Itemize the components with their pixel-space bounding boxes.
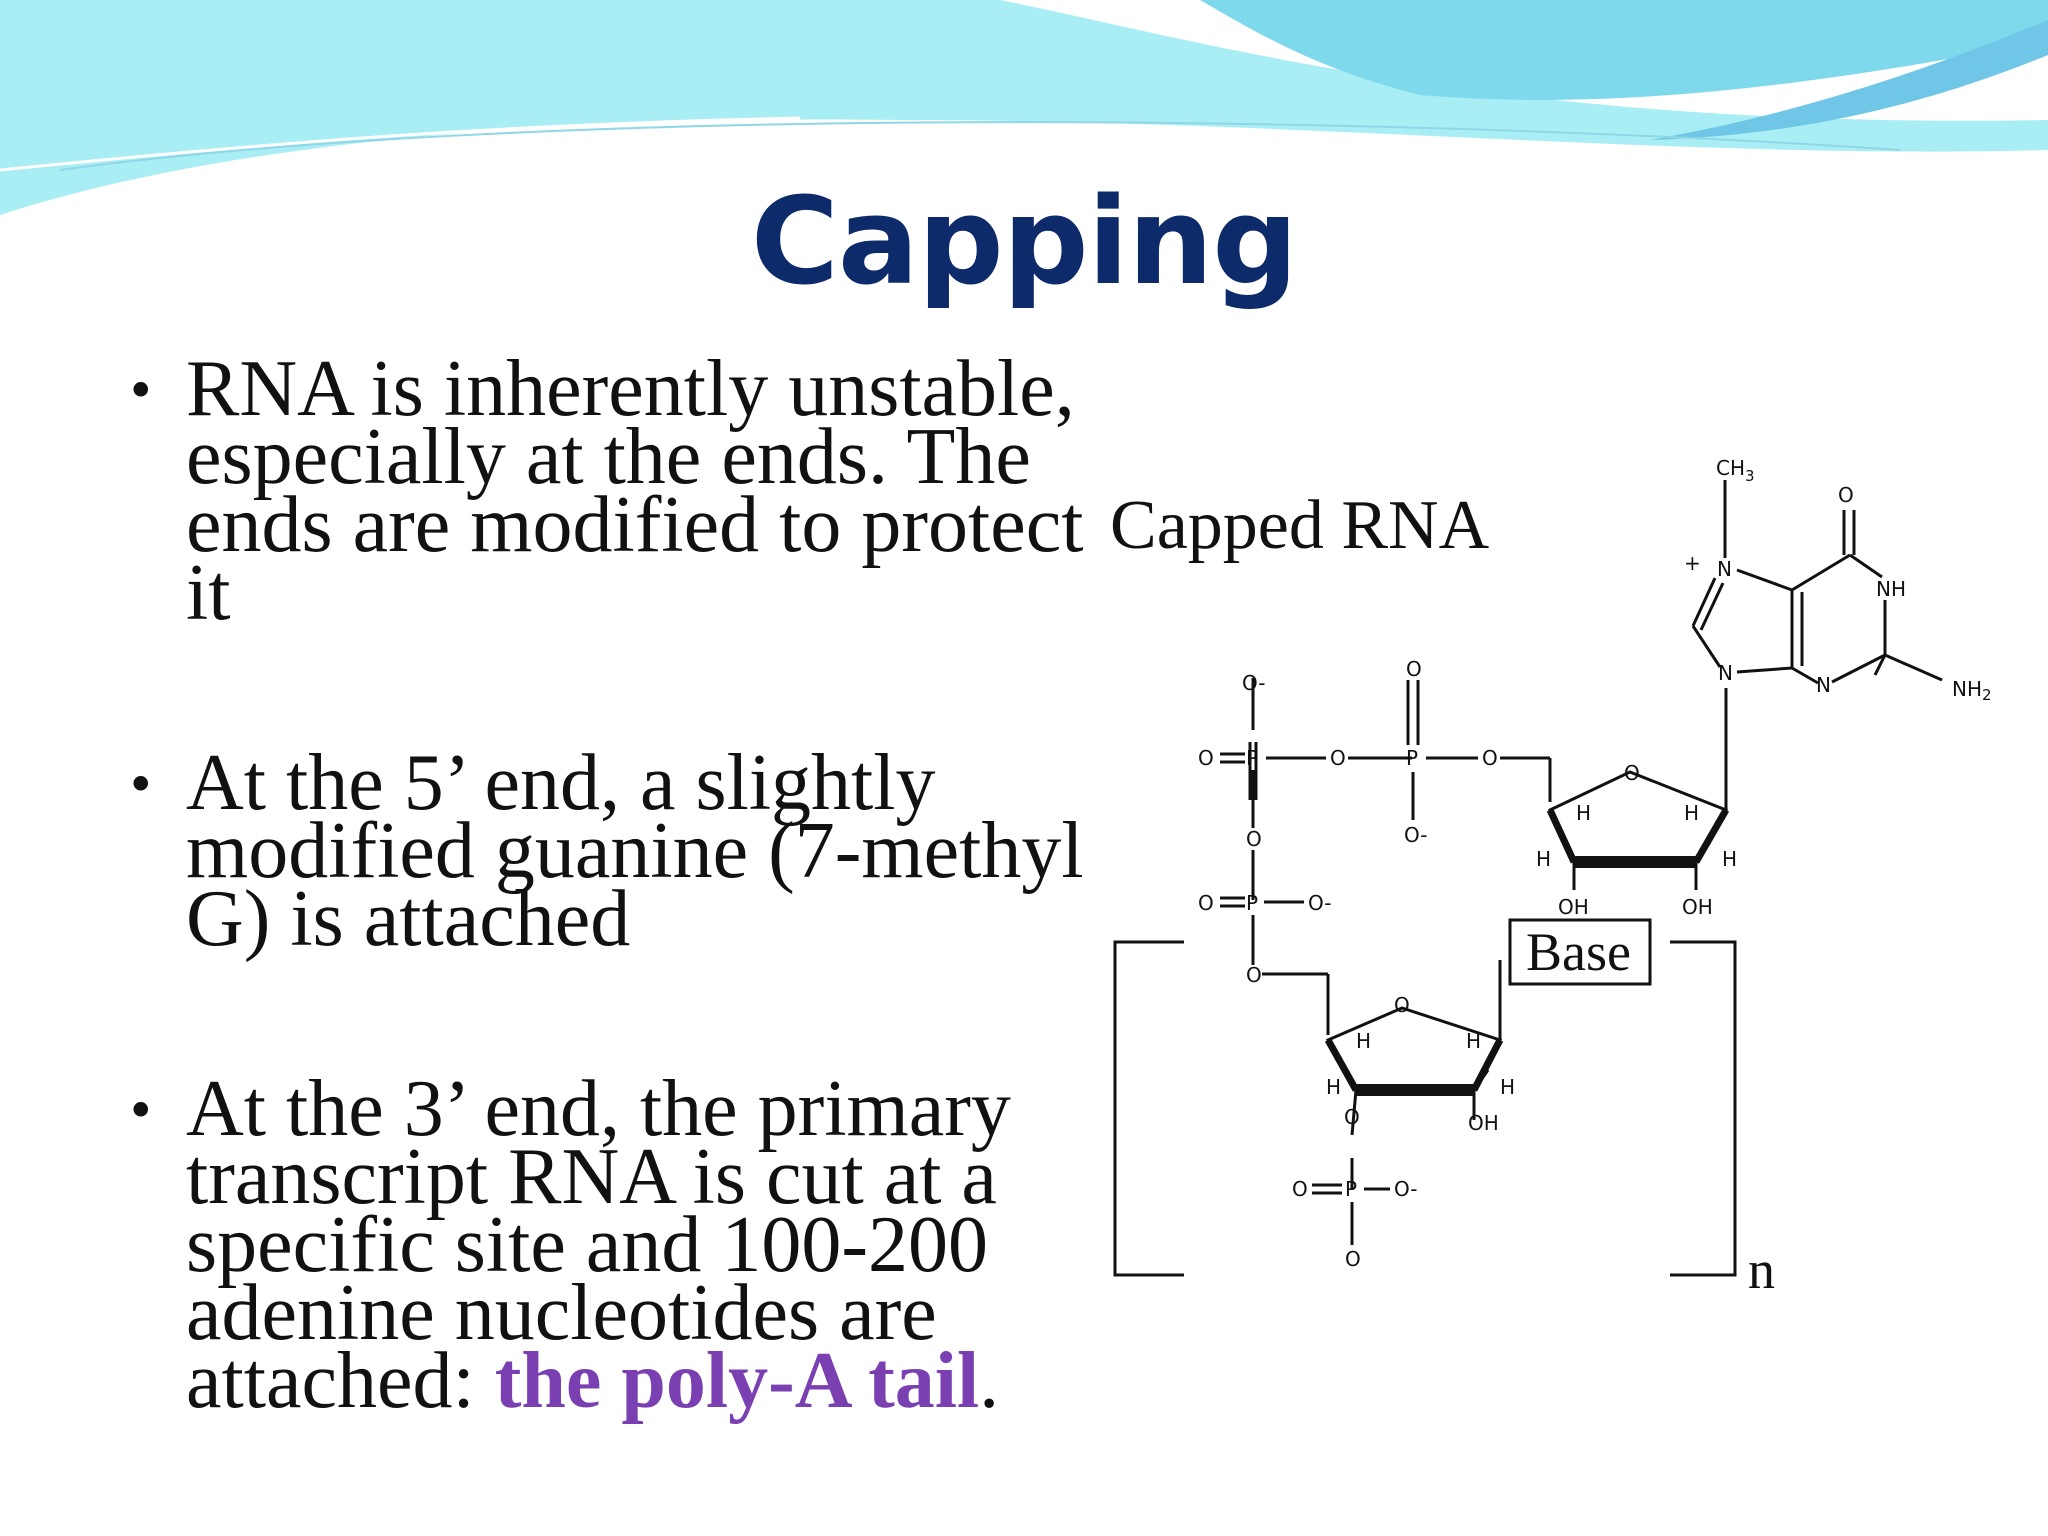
atom-ring1-h-outer-right: H <box>1722 847 1737 871</box>
atom-ring2-o: O <box>1394 993 1410 1017</box>
bullet-text: At the 3’ end, the primary transcript RN… <box>186 1065 1011 1425</box>
atom-ring2-o3: O <box>1344 1105 1360 1129</box>
atom-labels: Capped RNA CH3 + N N O NH N NH2 O- O P O… <box>1110 456 1992 1300</box>
atom-ring1-h-left: H <box>1576 801 1591 825</box>
atom-charge: + <box>1684 551 1701 575</box>
atom-p3-left: O <box>1198 891 1214 915</box>
repeat-subscript: n <box>1748 1240 1775 1300</box>
atom-ring2-h-outer-left: H <box>1326 1075 1341 1099</box>
bonds <box>1113 480 1943 1277</box>
bullet-marker: • <box>126 1082 156 1140</box>
bullet-list: • RNA is inherently unstable, especially… <box>120 349 1090 1421</box>
atom-n7: N <box>1717 557 1732 581</box>
bullet-text: At the 5’ end, a slightly modified guani… <box>186 739 1084 963</box>
bullet-item: • At the 3’ end, the primary transcript … <box>120 1069 1090 1421</box>
atom-ring1-oh-right: OH <box>1682 895 1713 919</box>
atom-p4-bottom: O <box>1345 1247 1361 1271</box>
atom-ring2-h-right: H <box>1466 1029 1481 1053</box>
atom-methyl: CH3 <box>1716 456 1755 485</box>
atom-keto-o: O <box>1838 483 1854 507</box>
atom-n9: N <box>1718 661 1733 685</box>
wave-line <box>59 121 1901 171</box>
bullet-text: RNA is inherently unstable, especially a… <box>186 345 1084 637</box>
atom-p1-top: O- <box>1242 671 1266 695</box>
atom-n3: N <box>1816 673 1831 697</box>
bullet-item: • At the 5’ end, a slightly modified gua… <box>120 743 1090 959</box>
atom-ring2-h-outer-right: H <box>1500 1075 1515 1099</box>
atom-p2: P <box>1406 746 1418 770</box>
atom-bridge-o3: O <box>1246 827 1262 851</box>
bullet-item: • RNA is inherently unstable, especially… <box>120 349 1090 633</box>
slide-title: Capping <box>750 173 1298 312</box>
bullet-highlight: the poly-A tail <box>494 1337 980 1425</box>
atom-p2-bottom: O- <box>1404 823 1428 847</box>
atom-p3: P <box>1246 891 1258 915</box>
atom-ring2-h-left: H <box>1356 1029 1371 1053</box>
atom-p4-right: O- <box>1394 1177 1418 1201</box>
wave-light <box>0 0 2048 215</box>
wave-mid <box>1200 0 2048 100</box>
atom-p2-top: O <box>1406 657 1422 681</box>
diagram-title: Capped RNA <box>1110 487 1490 564</box>
atom-p3-right: O- <box>1308 891 1332 915</box>
atom-p1: P <box>1246 746 1258 770</box>
wave-dark <box>1650 20 2048 140</box>
wave-line-2 <box>0 116 801 172</box>
atom-ring1-h-right: H <box>1684 801 1699 825</box>
atom-ring2-oh: OH <box>1468 1111 1499 1135</box>
bullet-marker: • <box>126 756 156 814</box>
atom-bridge-o4: O <box>1246 963 1262 987</box>
atom-p4-left: O <box>1292 1177 1308 1201</box>
base-box <box>1508 918 1652 986</box>
atom-ring1-oh-left: OH <box>1558 895 1589 919</box>
capped-rna-diagram: Capped RNA CH3 + N N O NH N NH2 O- O P O… <box>1110 456 1992 1300</box>
atom-ring1-h-outer-left: H <box>1536 847 1551 871</box>
header-wave-decoration <box>0 0 2048 215</box>
bullet-text-end: . <box>979 1337 1000 1425</box>
atom-amine: NH2 <box>1952 677 1992 704</box>
atom-ring1-o: O <box>1624 761 1640 785</box>
base-label: Base <box>1526 922 1631 982</box>
atom-nh: NH <box>1876 577 1906 601</box>
atom-p4: P <box>1345 1177 1357 1201</box>
bullet-marker: • <box>126 362 156 420</box>
atom-p1-left: O <box>1198 746 1214 770</box>
atom-bridge-o2: O <box>1482 746 1498 770</box>
atom-bridge-o1: O <box>1330 746 1346 770</box>
